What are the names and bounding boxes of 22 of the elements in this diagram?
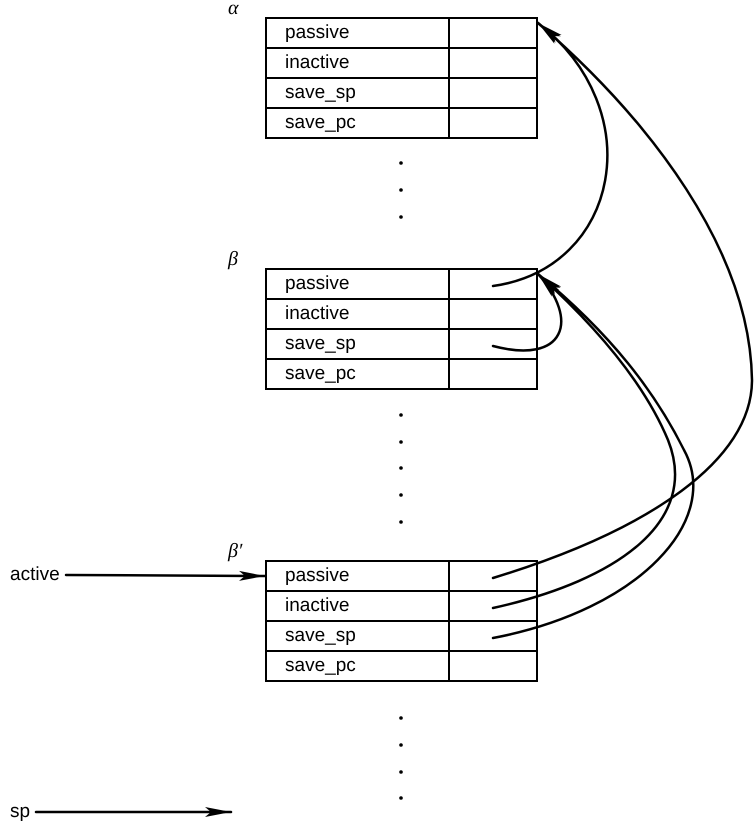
record-label: α [228,0,238,19]
pointer-arrow [492,22,609,288]
field-name-cell: passive [265,17,450,49]
pointer-name: sp [10,800,30,824]
pointer-name: active [10,563,60,587]
pointer-cell [448,358,538,390]
field-name-cell: passive [265,560,450,592]
record-label: β [228,248,238,270]
field-name-cell: save_pc [265,107,450,139]
field-name-cell: save_pc [265,650,450,682]
pointer-cell [448,17,538,49]
pointer-arrow [34,807,232,817]
field-name-cell: save_pc [265,358,450,390]
pointer-arrow [492,22,754,580]
pointer-arrow [64,570,266,581]
pointer-cell [448,268,538,300]
pointer-cell [448,560,538,592]
pointer-arrow [492,272,694,640]
record-label: β′ [228,540,242,562]
field-name-cell: passive [265,268,450,300]
pointer-cell [448,650,538,682]
pointer-cell [448,107,538,139]
